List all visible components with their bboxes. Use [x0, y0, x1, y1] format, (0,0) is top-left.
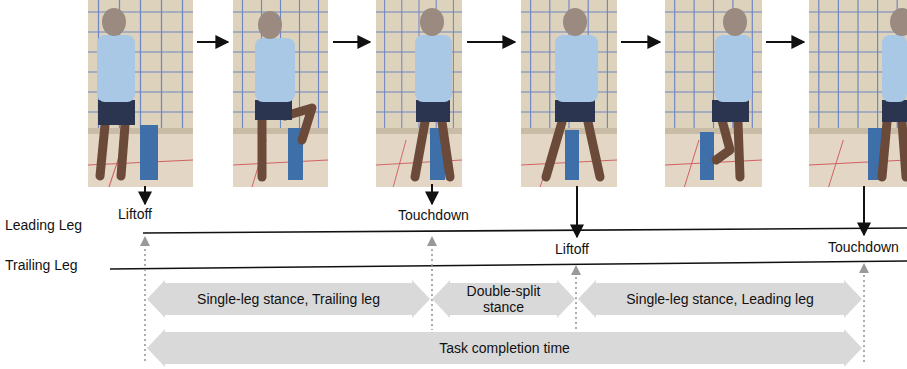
event-label: Touchdown: [398, 207, 469, 223]
band-label: Double-split stance: [432, 283, 575, 315]
event-label: Liftoff: [118, 206, 152, 222]
phase-band: Single-leg stance, Trailing leg: [147, 280, 430, 318]
event-label: Touchdown: [828, 239, 899, 255]
event-label: Leading Leg: [5, 217, 82, 233]
phase-band: Task completion time: [147, 329, 862, 367]
phase-band: Single-leg stance, Leading leg: [578, 280, 862, 318]
band-label: Single-leg stance, Leading leg: [606, 291, 834, 307]
phase-band: Double-split stance: [432, 280, 575, 318]
event-label: Trailing Leg: [5, 257, 78, 273]
band-label: Single-leg stance, Trailing leg: [177, 291, 400, 307]
band-label: Task completion time: [419, 340, 590, 356]
event-label: Liftoff: [555, 241, 589, 257]
